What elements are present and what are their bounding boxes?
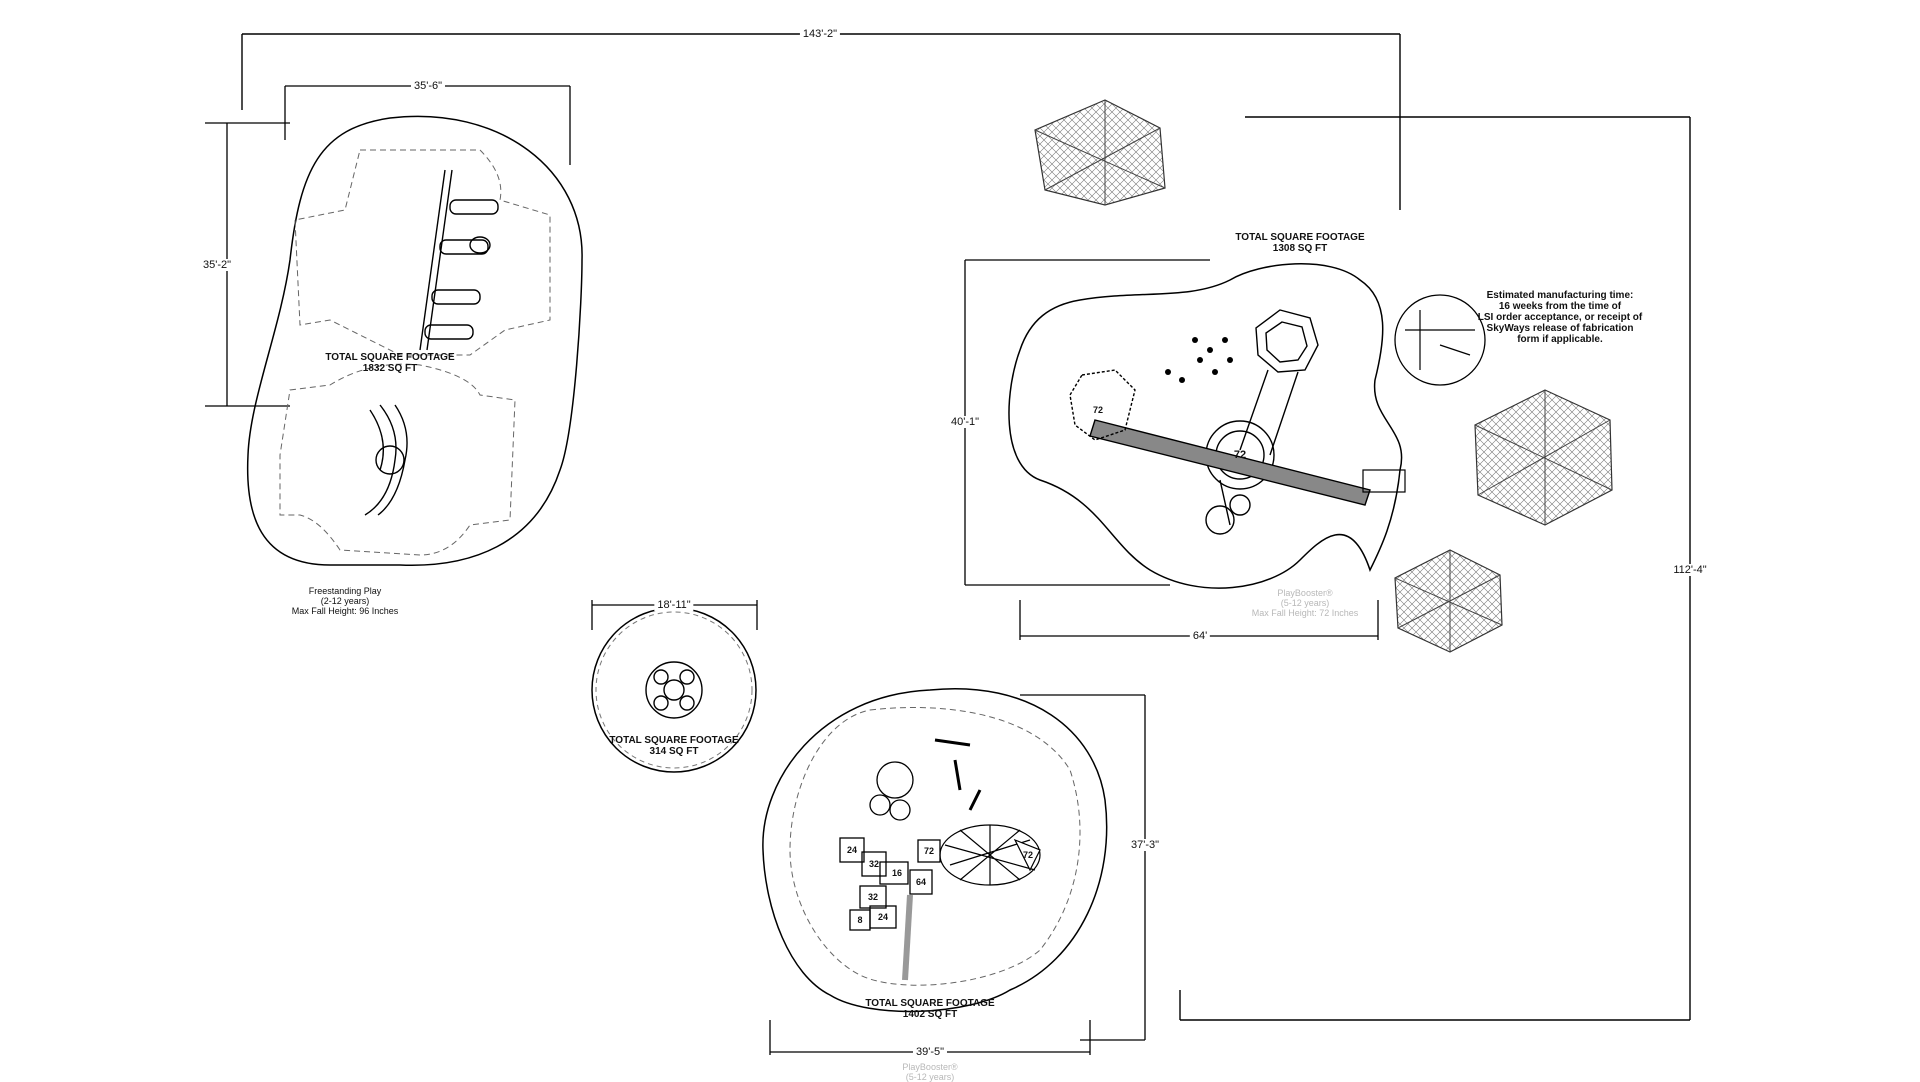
freestanding-height-dimension: 35'-2" — [199, 259, 235, 271]
deck-height-tag: 72 — [1022, 850, 1034, 860]
freestanding-sqft: TOTAL SQUARE FOOTAGE 1832 SQ FT — [325, 352, 454, 374]
round-play-area — [762, 688, 1146, 1055]
tower-note-line1: PlayBooster® — [1277, 588, 1333, 598]
deck-height-tag: 32 — [867, 892, 879, 902]
tower-height-dimension: 40'-1" — [947, 416, 983, 428]
tower-note-line2: (5-12 years) — [1280, 598, 1330, 608]
freestanding-sqft-title: TOTAL SQUARE FOOTAGE — [325, 352, 455, 363]
tower-decks — [1069, 309, 1371, 535]
freestanding-note-line1: Freestanding Play — [308, 586, 382, 596]
spinner-sqft-value: 314 SQ FT — [649, 746, 699, 757]
tower-bench — [1362, 469, 1406, 493]
manufacturing-line3: LSI order acceptance, or receipt of — [1477, 312, 1643, 323]
freestanding-boundary — [246, 115, 583, 566]
round-slide — [902, 894, 913, 981]
round-boundary — [762, 688, 1108, 1013]
deck-height-tag: 32 — [868, 859, 880, 869]
detail-callout-circle — [1394, 294, 1486, 386]
round-width-dimension: 39'-5" — [912, 1046, 948, 1058]
freestanding-note: Freestanding Play (2-12 years) Max Fall … — [292, 586, 399, 616]
spinner-area — [591, 600, 758, 773]
tower-sqft: TOTAL SQUARE FOOTAGE 1308 SQ FT — [1235, 232, 1364, 254]
deck-height-tag: 72 — [1233, 449, 1247, 461]
tower-note: PlayBooster® (5-12 years) Max Fall Heigh… — [1252, 588, 1359, 618]
spinner-sqft-title: TOTAL SQUARE FOOTAGE — [609, 735, 739, 746]
deck-height-tag: 64 — [915, 877, 927, 887]
freestanding-sqft-value: 1832 SQ FT — [362, 363, 418, 374]
deck-height-tag: 16 — [891, 868, 903, 878]
round-sqft: TOTAL SQUARE FOOTAGE 1402 SQ FT — [865, 998, 994, 1020]
freestanding-use-zone-upper — [294, 149, 551, 356]
overall-height-dimension: 112'-4" — [1670, 564, 1710, 576]
round-height-dimension: 37'-3" — [1127, 839, 1163, 851]
round-note-line2: (5-12 years) — [905, 1072, 955, 1082]
freestanding-width-dimension: 35'-6" — [410, 80, 446, 92]
shade-canopy-top — [1034, 99, 1166, 206]
deck-height-tag: 24 — [846, 845, 858, 855]
tower-sqft-value: 1308 SQ FT — [1272, 243, 1328, 254]
spring-rockers — [419, 169, 499, 351]
overall-dimension-lines — [241, 33, 1691, 1021]
shade-canopy-small — [1394, 549, 1503, 653]
tower-panels — [1165, 337, 1233, 383]
tower-note-line3: Max Fall Height: 72 Inches — [1251, 608, 1359, 618]
freestanding-play-area — [205, 85, 583, 566]
round-sqft-value: 1402 SQ FT — [902, 1009, 958, 1020]
deck-height-tag: 72 — [923, 846, 935, 856]
manufacturing-line2: 16 weeks from the time of — [1498, 301, 1622, 312]
deck-height-tag: 72 — [1092, 405, 1104, 415]
freestanding-use-zone-lower — [279, 363, 516, 556]
seesaw — [364, 404, 408, 516]
round-dimensions — [769, 694, 1146, 1055]
tower-width-dimension: 64' — [1189, 630, 1211, 642]
freestanding-note-line2: (2-12 years) — [320, 596, 370, 606]
tower-sqft-title: TOTAL SQUARE FOOTAGE — [1235, 232, 1365, 243]
manufacturing-note: Estimated manufacturing time: 16 weeks f… — [1478, 290, 1643, 345]
round-note-line1: PlayBooster® — [902, 1062, 958, 1072]
spinner-width-dimension: 18'-11" — [654, 599, 694, 611]
manufacturing-line4: SkyWays release of fabrication — [1486, 323, 1634, 334]
shade-canopy-right — [1474, 389, 1613, 526]
round-sqft-title: TOTAL SQUARE FOOTAGE — [865, 998, 995, 1009]
round-note: PlayBooster® (5-12 years) — [902, 1062, 957, 1082]
spinner-sqft: TOTAL SQUARE FOOTAGE 314 SQ FT — [609, 735, 738, 757]
overall-width-dimension: 143'-2" — [799, 28, 841, 40]
net-climber — [939, 824, 1041, 886]
manufacturing-line5: form if applicable. — [1517, 334, 1603, 345]
spinner-equipment — [645, 661, 703, 719]
freestanding-note-line3: Max Fall Height: 96 Inches — [291, 606, 399, 616]
deck-height-tag: 24 — [877, 912, 889, 922]
manufacturing-line1: Estimated manufacturing time: — [1486, 290, 1634, 301]
tower-boundary — [1008, 263, 1403, 589]
deck-height-tag: 8 — [857, 915, 863, 925]
